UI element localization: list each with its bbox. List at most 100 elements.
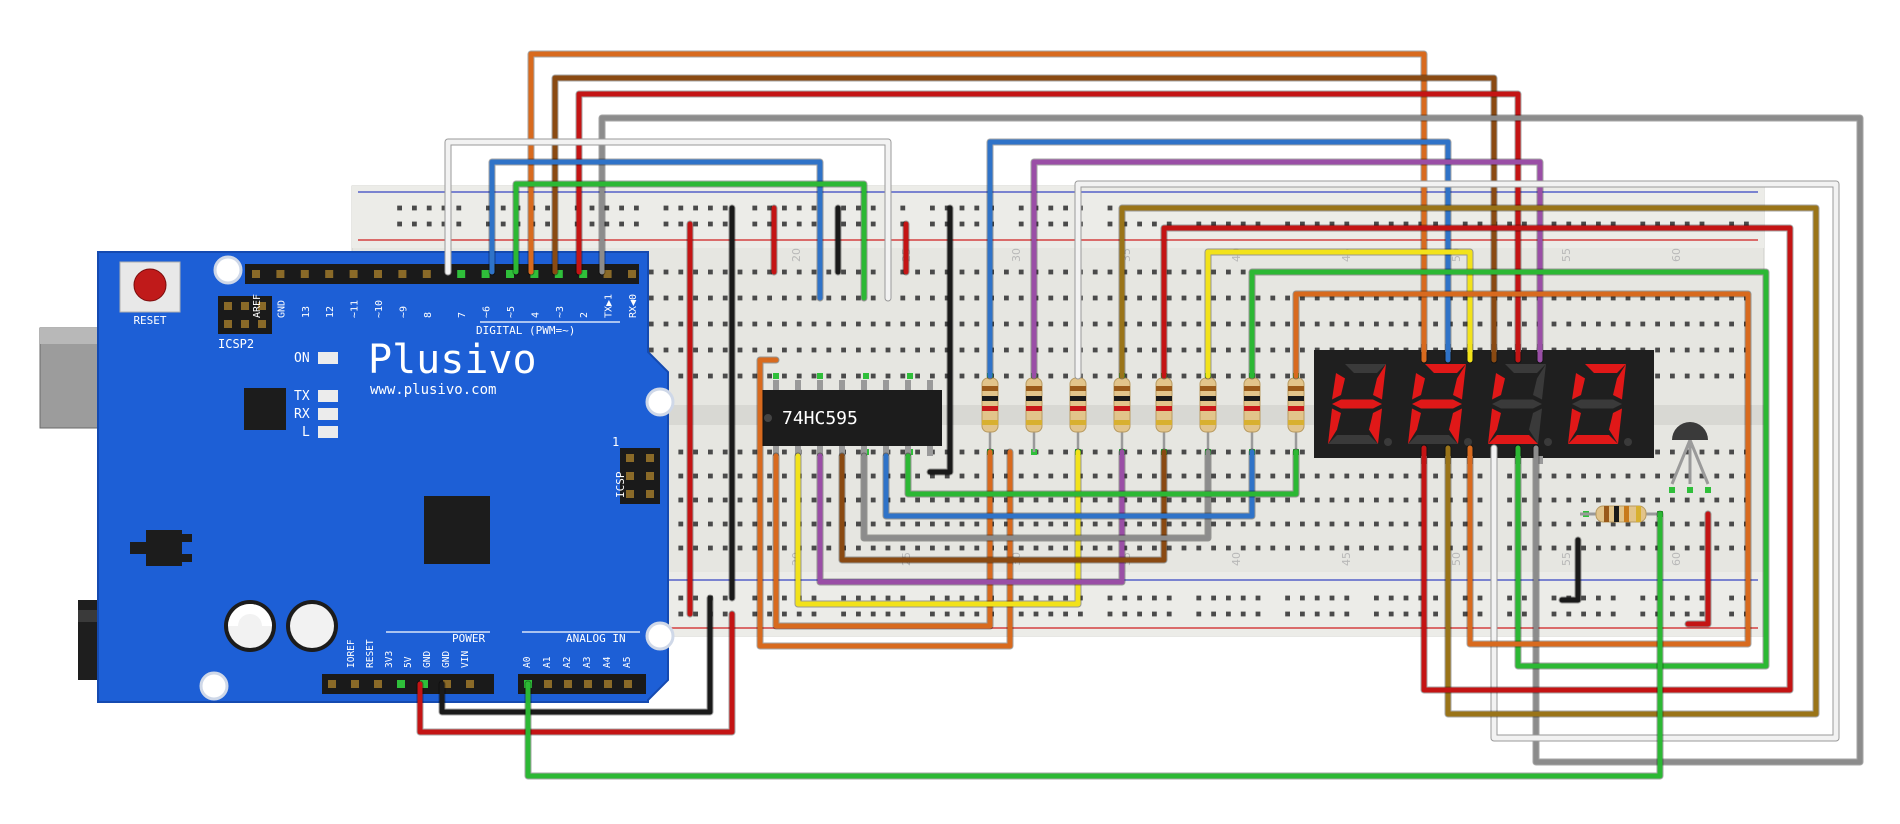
breadboard-hole [1018,321,1024,327]
breadboard-hole [767,321,772,327]
power-pin [466,680,474,688]
breadboard-hole [1152,221,1157,227]
analog-pin [604,680,612,688]
breadboard-hole [1684,449,1690,455]
breadboard-hole [1300,373,1305,379]
breadboard-hole [1300,473,1305,479]
breadboard-hole [1181,521,1187,527]
breadboard-hole [1418,595,1424,601]
wire-yellow-qb [794,448,1082,608]
display-segment [1529,408,1542,444]
breadboard-hole [856,473,861,479]
breadboard-hole [1063,205,1068,211]
mount-hole [645,387,675,417]
breadboard-hole [1581,545,1586,551]
breadboard-hole [1018,221,1024,227]
breadboard-hole [856,269,861,275]
breadboard-hole [1359,321,1364,327]
breadboard-hole [1403,521,1409,527]
breadboard-hole [1270,521,1276,527]
breadboard-hole [885,611,891,617]
breadboard-hole [1729,449,1734,455]
breadboard-hole [737,269,743,275]
breadboard-hole [1226,373,1231,379]
breadboard-hole [1314,497,1320,503]
analog-pin [624,680,632,688]
breadboard-hole [1610,497,1616,503]
breadboard-hole [1004,373,1009,379]
breadboard-hole [930,295,935,301]
breadboard-hole [1477,497,1483,503]
breadboard-hole [1152,321,1157,327]
brand-name: Plusivo [368,337,537,383]
chip-pin [817,446,823,456]
breadboard-hole [1048,373,1054,379]
breadboard-hole [782,321,787,327]
chip-pin [861,446,867,456]
breadboard-hole [782,295,787,301]
breadboard-hole [826,521,832,527]
breadboard-hole [1344,595,1350,601]
breadboard-hole [1122,347,1128,353]
breadboard-hole [1270,373,1276,379]
breadboard-hole [1418,221,1424,227]
breadboard-hole [1240,497,1246,503]
breadboard-hole [1344,497,1350,503]
breadboard-hole [1211,269,1216,275]
breadboard-hole [782,449,787,455]
breadboard-hole [870,205,876,211]
breadboard-hole [426,205,432,211]
breadboard-hole [944,449,950,455]
breadboard-hole [1004,347,1009,353]
breadboard-hole [1418,497,1424,503]
arduino-pcb [97,251,669,703]
breadboard-hole [959,595,965,601]
breadboard-hole [1314,595,1320,601]
breadboard-hole [974,473,980,479]
breadboard-hole [930,269,935,275]
breadboard-hole [1270,347,1276,353]
breadboard-hole [693,497,698,503]
breadboard-hole [1092,347,1098,353]
breadboard-hole [634,205,639,211]
breadboard-hole [1744,221,1749,227]
breadboard-hole [885,321,891,327]
breadboard-hole [930,545,935,551]
breadboard-hole [1063,449,1068,455]
breadboard-hole [1285,221,1290,227]
breadboard-hole [1166,295,1172,301]
breadboard-hole [1433,473,1438,479]
breadboard-hole [1388,321,1394,327]
breadboard-hole [1433,497,1438,503]
breadboard-hole [959,347,965,353]
breadboard-hole [1551,611,1557,617]
breadboard-hole [486,221,491,227]
breadboard-hole [1018,205,1024,211]
power-pin [328,680,336,688]
occupied-hole [773,373,779,379]
breadboard-hole [1359,295,1364,301]
breadboard-hole [1477,221,1483,227]
breadboard-hole [1596,595,1601,601]
mount-hole [213,255,243,285]
breadboard-hole [1107,473,1113,479]
breadboard-hole [1314,473,1320,479]
breadboard-hole [1063,295,1068,301]
breadboard-hole [900,595,906,601]
wire-black-gnd-chip [926,204,954,476]
breadboard-hole [663,205,669,211]
breadboard-hole [412,221,417,227]
breadboard-hole [708,473,713,479]
chip-pin [883,446,889,456]
breadboard-hole [826,269,832,275]
breadboard-hole [796,205,802,211]
breadboard-hole [1300,497,1305,503]
mount-hole [645,621,675,651]
breadboard-hole [1181,321,1187,327]
breadboard-hole [1655,473,1660,479]
breadboard-hole [1640,473,1646,479]
breadboard-hole [737,473,743,479]
breadboard-hole [885,347,891,353]
breadboard-hole [870,221,876,227]
breadboard-hole [1300,449,1305,455]
